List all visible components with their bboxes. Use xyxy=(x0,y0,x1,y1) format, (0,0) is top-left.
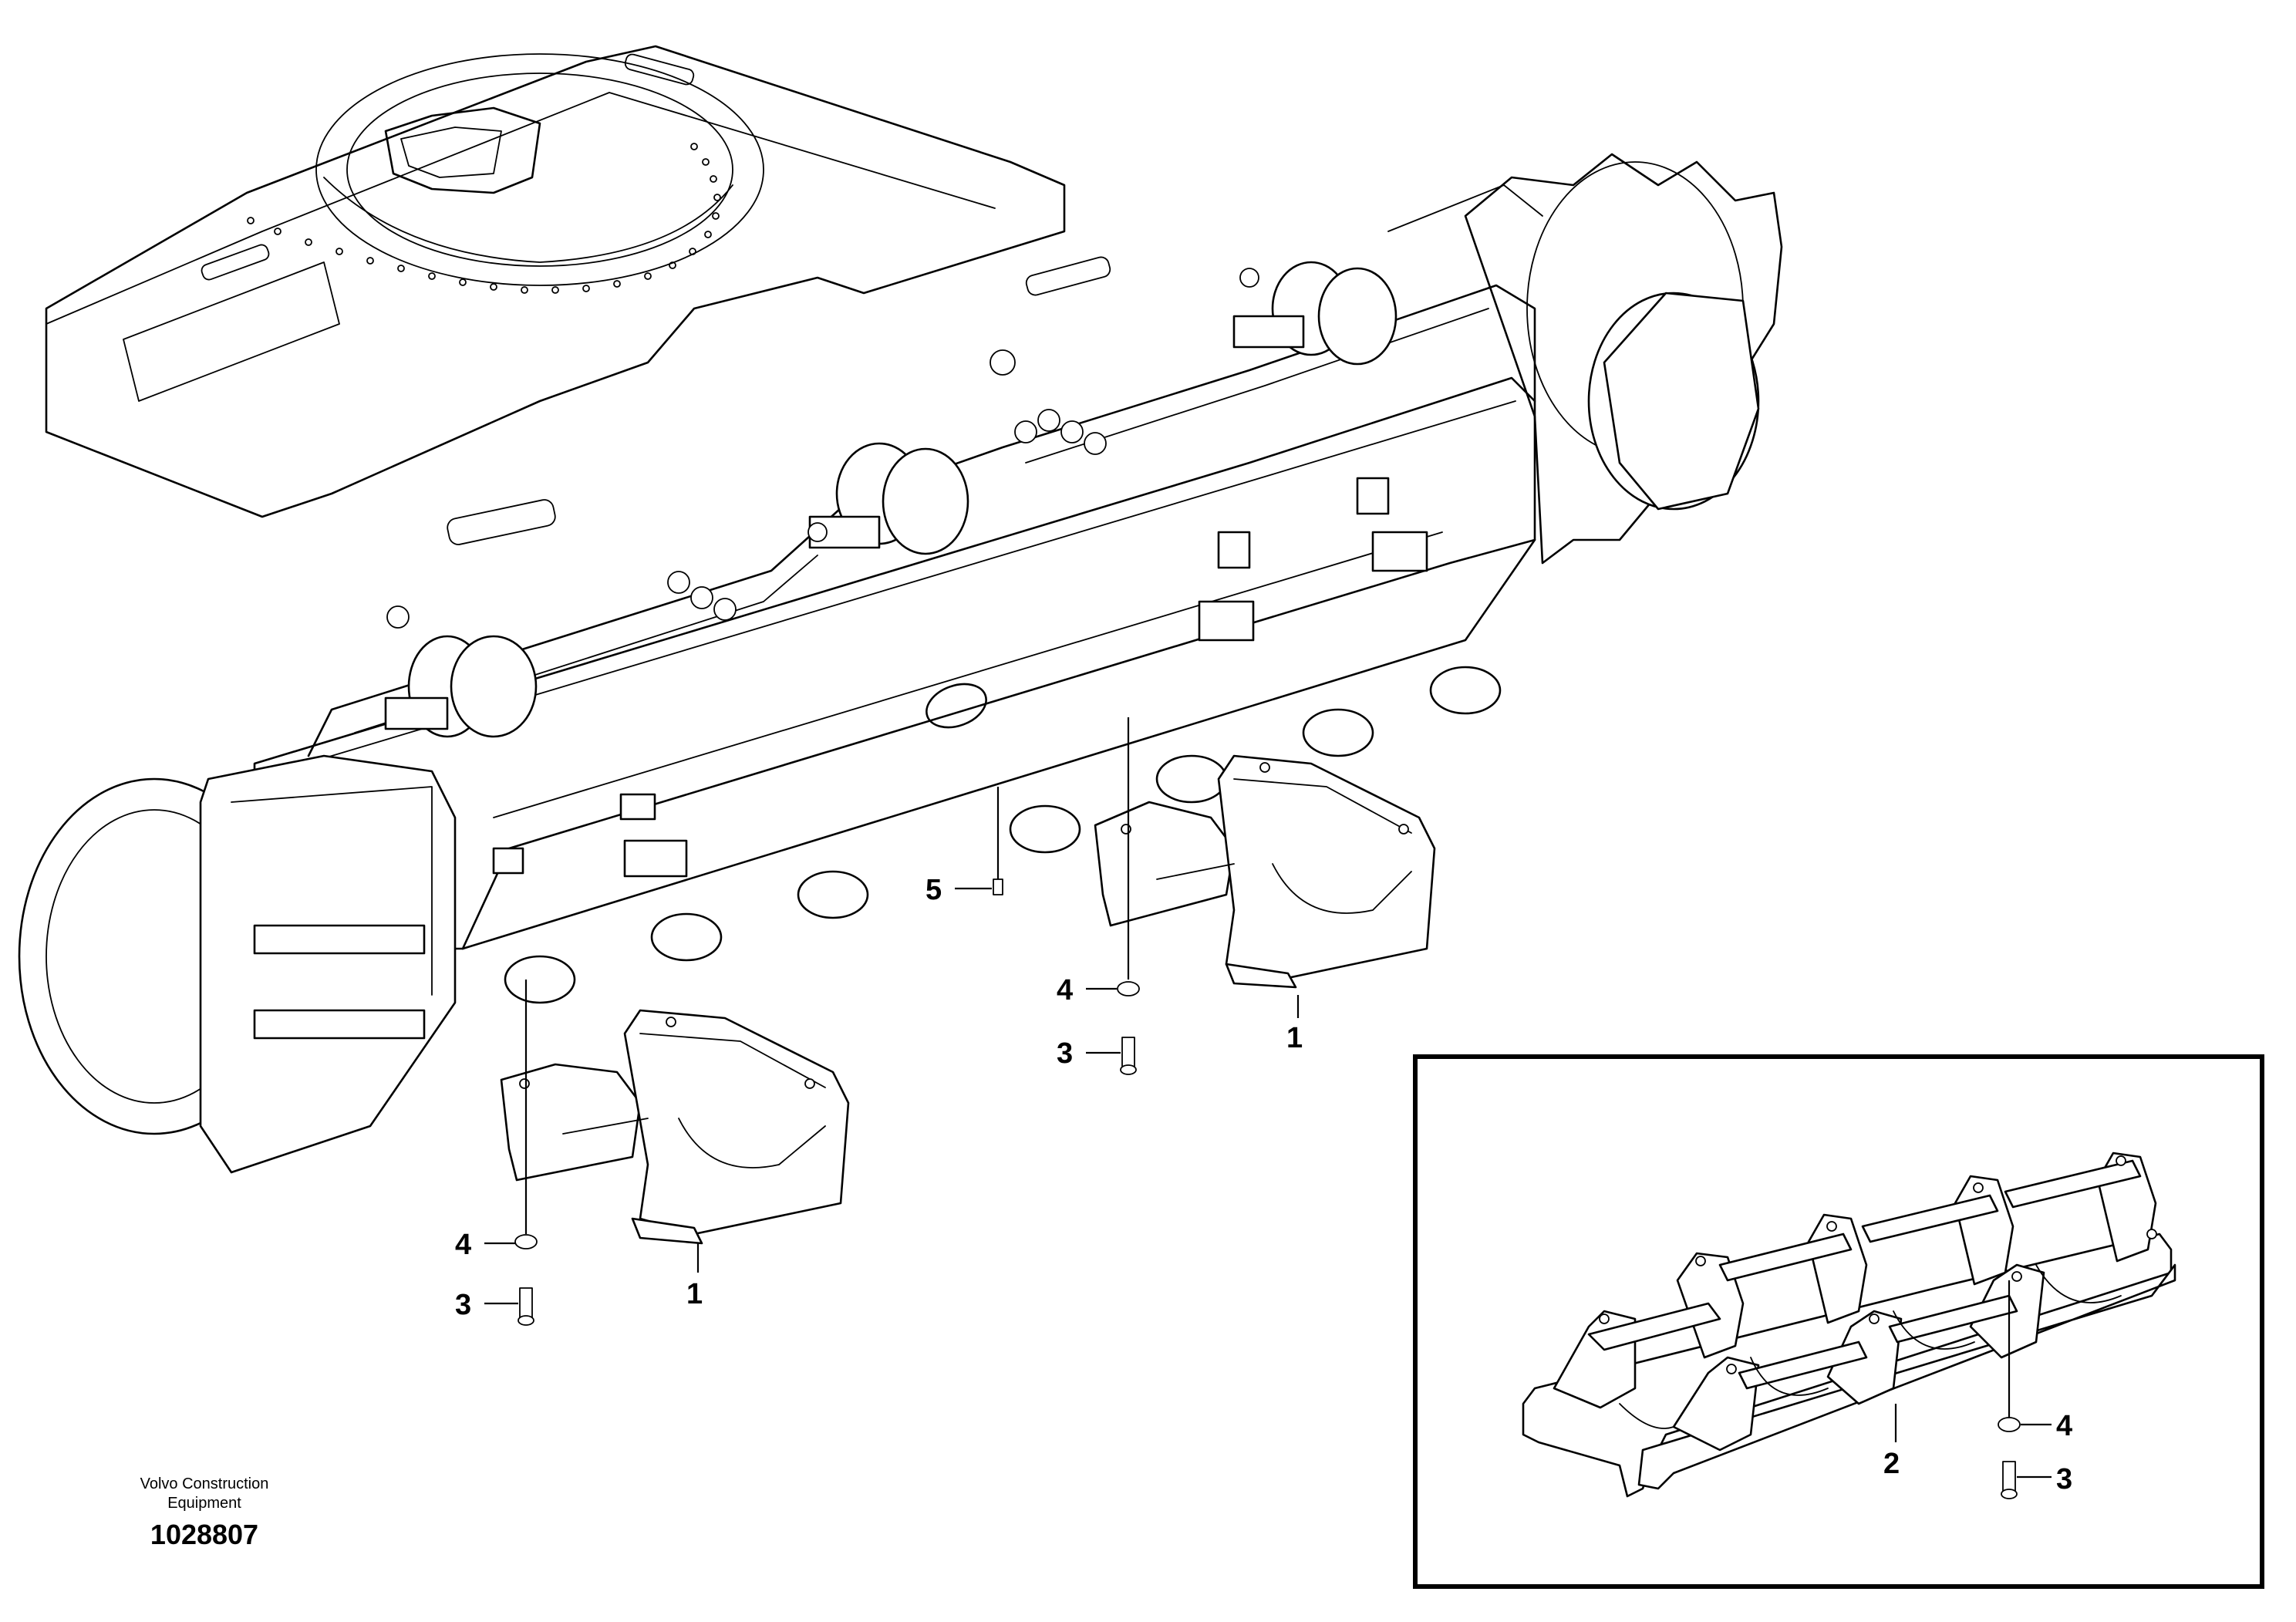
inset-panel xyxy=(1413,1054,2264,1589)
bolt-stack-lower xyxy=(484,980,700,1326)
carrier-roller-1 xyxy=(384,605,538,738)
callout-3-inset: 3 xyxy=(2056,1463,2072,1496)
brand-name-line2: Equipment xyxy=(167,1495,241,1512)
carrier-roller-3 xyxy=(1232,261,1397,366)
undercarriage-frame xyxy=(18,45,1783,1174)
callout-1-upper: 1 xyxy=(1286,1022,1303,1054)
front-idler xyxy=(18,754,457,1174)
track-guard-lower xyxy=(500,1009,850,1245)
callout-5: 5 xyxy=(925,874,942,906)
bolt-group xyxy=(667,349,1107,621)
bolt-stack-upper xyxy=(1086,717,1300,1075)
carrier-roller-2 xyxy=(807,442,969,555)
callout-3-lower: 3 xyxy=(455,1289,471,1321)
dowel-pin-5 xyxy=(955,787,1003,895)
callout-4-inset: 4 xyxy=(2056,1410,2072,1442)
document-number: 1028807 xyxy=(150,1519,258,1550)
brand-name-line1: Volvo Construction xyxy=(140,1475,269,1492)
callout-1-lower: 1 xyxy=(686,1278,703,1310)
callout-3-upper: 3 xyxy=(1057,1037,1073,1070)
callout-2: 2 xyxy=(1883,1448,1900,1480)
callout-4-upper: 4 xyxy=(1057,974,1073,1007)
track-guard-upper xyxy=(1094,754,1436,989)
ring-holes xyxy=(247,143,721,294)
callout-4-lower: 4 xyxy=(455,1229,471,1261)
drive-sprocket xyxy=(1387,153,1783,565)
